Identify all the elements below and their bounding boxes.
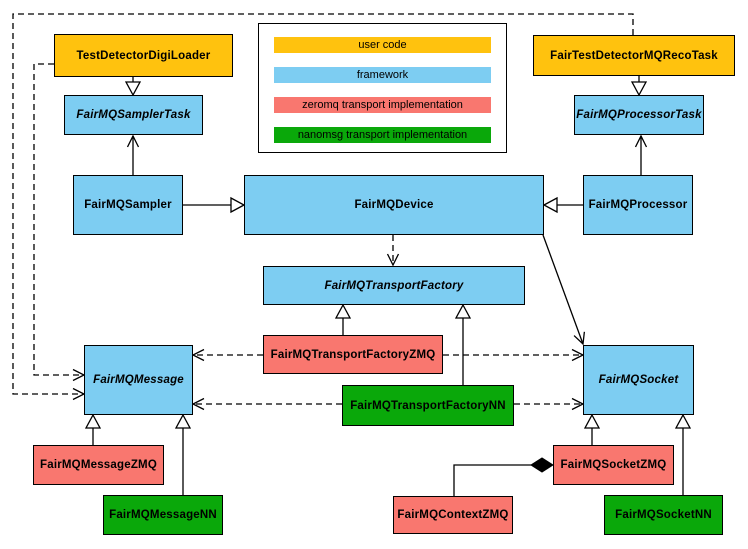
edge-tfnn-transportfactory [454, 303, 472, 385]
edge-messagenn-message [174, 413, 192, 495]
edge-device-socket [542, 234, 586, 346]
node-label: FairMQMessageNN [109, 509, 217, 521]
edge-socketnn-socket [674, 413, 692, 495]
node-fairmq-message-nn: FairMQMessageNN [103, 495, 223, 535]
node-fairmq-transport-factory-zmq: FairMQTransportFactoryZMQ [263, 335, 443, 374]
node-label: TestDetectorDigiLoader [76, 49, 211, 62]
legend-item-nanomsg: nanomsg transport implementation [274, 127, 491, 143]
legend-label: nanomsg transport implementation [297, 129, 468, 141]
node-label: FairMQSocketNN [615, 509, 712, 521]
legend-item-framework: framework [274, 67, 491, 83]
node-label: FairMQTransportFactoryZMQ [270, 348, 436, 361]
node-fair-test-detector-mq-reco-task: FairTestDetectorMQRecoTask [533, 35, 735, 76]
edge-processor-processortask [634, 134, 648, 175]
edge-device-transportfactory [386, 235, 400, 267]
node-label: FairMQSocket [598, 374, 679, 386]
node-fairmq-sampler-task: FairMQSamplerTask [64, 95, 203, 135]
legend-item-zeromq: zeromq transport implementation [274, 97, 491, 113]
edge-digiloader-samplertask [124, 77, 142, 97]
node-fairmq-socket: FairMQSocket [583, 345, 694, 415]
node-fairmq-transport-factory-nn: FairMQTransportFactoryNN [342, 385, 514, 426]
edge-recotask-processortask [630, 76, 648, 97]
edge-tfnn-socket [514, 397, 585, 411]
node-fairmq-socket-zmq: FairMQSocketZMQ [553, 445, 674, 485]
edge-contextzmq-socketzmq [453, 457, 554, 496]
node-label: FairMQSampler [84, 199, 172, 211]
node-label: FairMQMessageZMQ [40, 459, 157, 471]
edge-processor-device [542, 196, 583, 214]
edge-tfnn-message [191, 397, 342, 411]
node-fairmq-processor-task: FairMQProcessorTask [574, 95, 704, 135]
node-fairmq-message-zmq: FairMQMessageZMQ [33, 445, 164, 485]
edge-messagezmq-message [84, 413, 102, 445]
node-label: FairTestDetectorMQRecoTask [550, 49, 718, 62]
node-fairmq-transport-factory: FairMQTransportFactory [263, 266, 525, 305]
node-test-detector-digi-loader: TestDetectorDigiLoader [54, 34, 233, 77]
node-fairmq-message: FairMQMessage [84, 345, 193, 415]
edge-tfzmq-transportfactory [334, 303, 352, 335]
node-fairmq-socket-nn: FairMQSocketNN [604, 495, 723, 535]
legend-label: user code [358, 39, 407, 51]
edge-sampler-device [183, 196, 246, 214]
legend-item-user-code: user code [274, 37, 491, 53]
node-fairmq-context-zmq: FairMQContextZMQ [393, 496, 513, 534]
node-fairmq-sampler: FairMQSampler [73, 175, 183, 235]
node-fairmq-device: FairMQDevice [244, 175, 544, 235]
edge-tfzmq-message [191, 348, 263, 362]
edge-sampler-samplertask [126, 134, 140, 175]
edge-tfzmq-socket [443, 348, 585, 362]
node-fairmq-processor: FairMQProcessor [583, 175, 693, 235]
node-label: FairMQProcessor [588, 199, 688, 211]
node-label: FairMQSocketZMQ [560, 459, 667, 471]
node-label: FairMQMessage [93, 374, 184, 386]
node-label: FairMQSamplerTask [76, 109, 191, 121]
edge-socketzmq-socket [583, 413, 601, 445]
legend: user code framework zeromq transport imp… [258, 23, 507, 153]
node-label: FairMQContextZMQ [397, 509, 509, 521]
node-label: FairMQProcessorTask [576, 109, 702, 121]
node-label: FairMQTransportFactory [324, 279, 464, 292]
legend-label: zeromq transport implementation [302, 99, 463, 111]
legend-label: framework [356, 69, 409, 81]
node-label: FairMQDevice [354, 199, 434, 211]
node-label: FairMQTransportFactoryNN [350, 399, 506, 412]
